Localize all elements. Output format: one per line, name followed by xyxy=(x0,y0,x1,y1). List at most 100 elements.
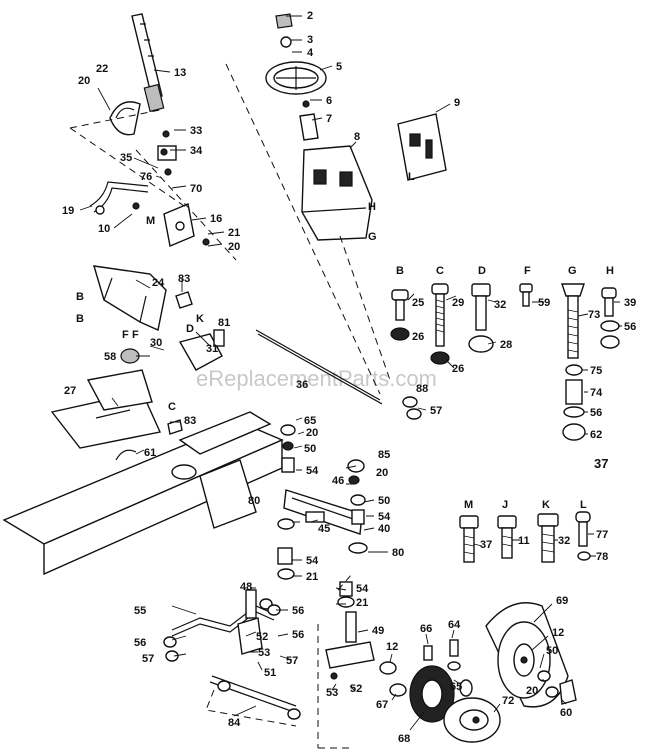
bolt-B-25 xyxy=(390,289,410,341)
hw-g-stack-75: 75 xyxy=(590,365,602,377)
callout-20-top: 20 xyxy=(78,75,90,87)
callout-30: 30 xyxy=(150,337,162,349)
callout-57-left: 57 xyxy=(142,653,154,665)
callout-9: 9 xyxy=(454,97,460,109)
main-frame xyxy=(2,411,284,576)
spindle-48 xyxy=(237,589,281,655)
hw-g-stack-62: 62 xyxy=(590,429,602,441)
callout-56-right1: 56 xyxy=(292,605,304,617)
callout-49: 49 xyxy=(372,625,384,637)
callout-76: 76 xyxy=(140,171,152,183)
callout-55: 55 xyxy=(134,605,146,617)
callout-57-mid: 57 xyxy=(286,655,298,667)
spindle-49 xyxy=(325,611,375,680)
steering-wheel-group xyxy=(265,13,327,141)
watermark: eReplacementParts.com xyxy=(196,366,437,391)
fittings-66-64 xyxy=(423,639,461,671)
leader-lines xyxy=(79,15,622,731)
callout-68: 68 xyxy=(398,733,410,745)
bolt-H-39 xyxy=(600,287,620,349)
callout-22: 22 xyxy=(96,63,108,75)
hw-letter-D: D xyxy=(478,265,486,277)
hw-letter-J: J xyxy=(502,499,508,511)
callout-85: 85 xyxy=(378,449,390,461)
callout-21-lower-right: 21 xyxy=(356,597,368,609)
callout-G-panel: G xyxy=(368,231,377,243)
callout-M-top: M xyxy=(146,215,155,227)
hw-letter-F: F xyxy=(524,265,531,277)
callout-B-left2: B xyxy=(76,313,84,325)
hw-washer-78: 78 xyxy=(596,551,608,563)
hardware-bottom-labels: M 37 J 11 K 32 L 77 78 xyxy=(464,499,608,563)
callout-88: 88 xyxy=(416,383,428,395)
callout-27: 27 xyxy=(64,385,76,397)
callout-16: 16 xyxy=(210,213,222,225)
bolt-C-29 xyxy=(430,283,450,365)
callout-D-mid: D xyxy=(186,323,194,335)
rod-36 xyxy=(255,329,383,405)
callout-50-right: 50 xyxy=(378,495,390,507)
callout-19: 19 xyxy=(62,205,74,217)
callout-60: 60 xyxy=(560,707,572,719)
callout-67: 67 xyxy=(376,699,388,711)
callout-56-right2: 56 xyxy=(292,629,304,641)
hw-letter-B: B xyxy=(396,265,404,277)
callout-7: 7 xyxy=(326,113,332,125)
hw-letter-M: M xyxy=(464,499,473,511)
axle-hardware-60 xyxy=(537,670,577,705)
callout-65: 65 xyxy=(304,415,316,427)
callout-52-left: 52 xyxy=(256,631,268,643)
nut-88-57 xyxy=(402,396,422,420)
callout-46: 46 xyxy=(332,475,344,487)
callout-40: 40 xyxy=(378,523,390,535)
clip-61 xyxy=(115,449,137,461)
callout-20-wheel: 20 xyxy=(526,685,538,697)
callout-35: 35 xyxy=(120,152,132,164)
callout-50-left: 50 xyxy=(304,443,316,455)
callout-80-right: 80 xyxy=(392,547,404,559)
callout-53-left: 53 xyxy=(258,647,270,659)
callout-F-1: F xyxy=(122,329,129,341)
callout-8: 8 xyxy=(354,131,360,143)
callout-64: 64 xyxy=(448,619,461,631)
hw-letter-K: K xyxy=(542,499,550,511)
hw-g-stack-56: 56 xyxy=(590,407,602,419)
bracket-31 xyxy=(178,329,225,371)
hw-part-73: 73 xyxy=(588,309,600,321)
callout-70: 70 xyxy=(190,183,202,195)
bearing-12-67 xyxy=(379,661,407,697)
bolt-L-77 xyxy=(575,511,591,561)
callout-3: 3 xyxy=(307,34,313,46)
callout-20-axle-right: 20 xyxy=(376,467,388,479)
hw-part-59: 59 xyxy=(538,297,550,309)
steering-bracket-22 xyxy=(109,101,141,136)
axle-40 xyxy=(283,489,363,535)
hw-letter-L: L xyxy=(580,499,587,511)
hw-part-11: 11 xyxy=(518,535,530,547)
bolt-M-37 xyxy=(459,515,479,563)
callout-84: 84 xyxy=(228,717,241,729)
callout-51: 51 xyxy=(264,667,276,679)
callout-52-right: 52 xyxy=(350,683,362,695)
callout-58: 58 xyxy=(104,351,116,363)
bracket-24 xyxy=(93,265,167,331)
callout-4: 4 xyxy=(307,47,314,59)
callout-L-panel: L xyxy=(408,171,415,183)
callout-5: 5 xyxy=(336,61,342,73)
callout-34: 34 xyxy=(190,145,203,157)
callout-54-lower-left: 54 xyxy=(306,555,319,567)
callout-12-left: 12 xyxy=(386,641,398,653)
callout-66: 66 xyxy=(420,623,432,635)
drag-link-51 xyxy=(205,675,301,727)
footplate-27 xyxy=(50,369,161,449)
callout-20-mid: 20 xyxy=(228,241,240,253)
callout-K-mid: K xyxy=(196,313,204,325)
bolt-J-11 xyxy=(497,515,517,559)
hw-nut-26-B: 26 xyxy=(412,331,424,343)
hw-letter-G: G xyxy=(568,265,577,277)
group-number: 37 xyxy=(594,456,608,471)
hw-nut-56-H: 56 xyxy=(624,321,636,333)
callout-C-left: C xyxy=(168,401,176,413)
guide-line-left xyxy=(69,109,237,261)
callout-65-right: 65 xyxy=(450,681,462,693)
